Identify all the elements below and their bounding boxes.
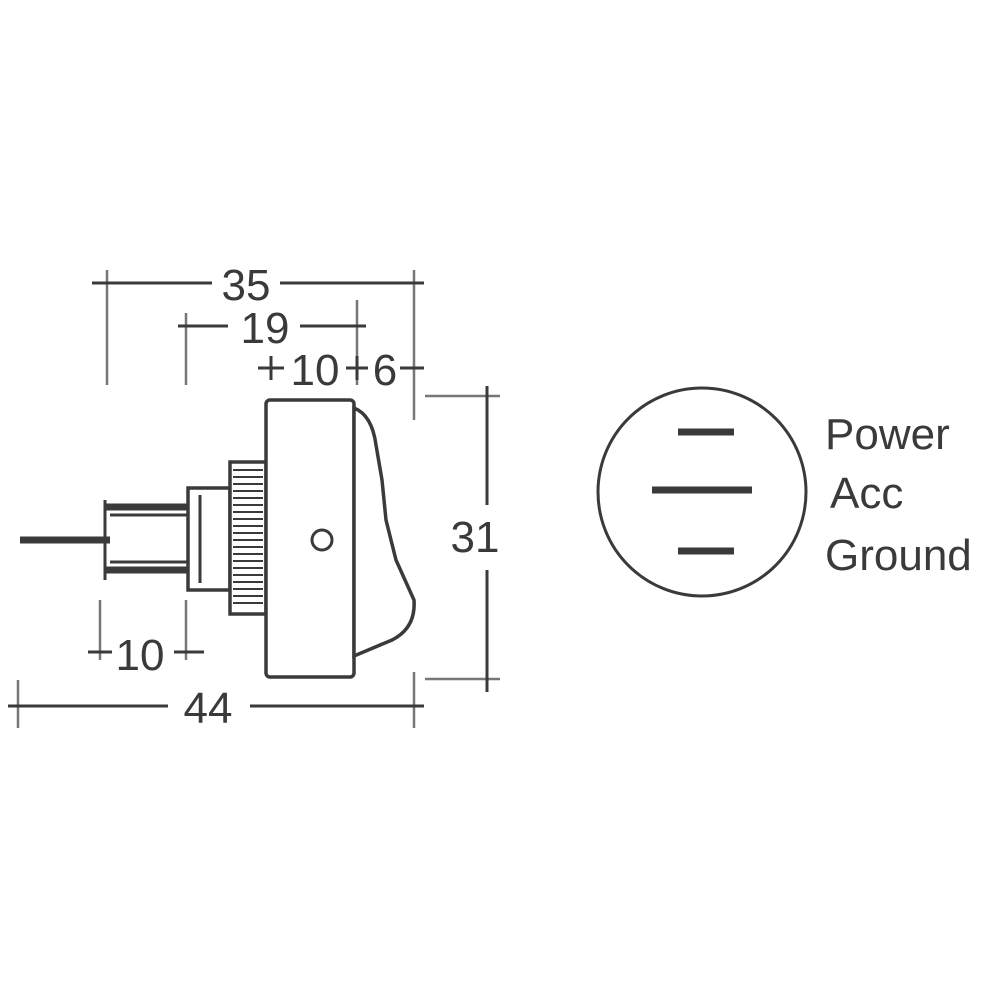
dimension-label-19: 19	[241, 304, 290, 353]
rear-housing	[186, 486, 232, 592]
dimension-label-6: 6	[373, 346, 397, 395]
terminal-label-ground: Ground	[825, 531, 972, 580]
terminal-label-acc: Acc	[830, 469, 903, 518]
dimension-label-44: 44	[184, 684, 233, 733]
bezel-threads	[233, 469, 263, 604]
terminal-labels: Power Acc Ground	[825, 410, 972, 580]
dimension-10-6: 10 6	[258, 346, 424, 395]
dimension-10-terminal: 10	[88, 600, 204, 680]
end-view-circle	[596, 386, 808, 598]
dimension-label-10-rocker: 10	[291, 346, 340, 395]
switch-body	[264, 398, 356, 679]
switch-side-view	[20, 398, 416, 679]
dimension-label-10-terminal: 10	[116, 631, 165, 680]
dimension-44: 44	[8, 672, 424, 733]
terminal-end-view	[596, 386, 808, 598]
dimension-35: 35	[92, 261, 424, 420]
terminal-label-power: Power	[825, 410, 950, 459]
dimension-label-31: 31	[451, 513, 500, 562]
indicator-lamp	[310, 528, 334, 552]
dimension-31: 31	[425, 386, 500, 692]
dimension-19: 19	[178, 300, 366, 385]
dimension-label-35: 35	[222, 261, 271, 310]
rocker-actuator	[352, 405, 416, 659]
